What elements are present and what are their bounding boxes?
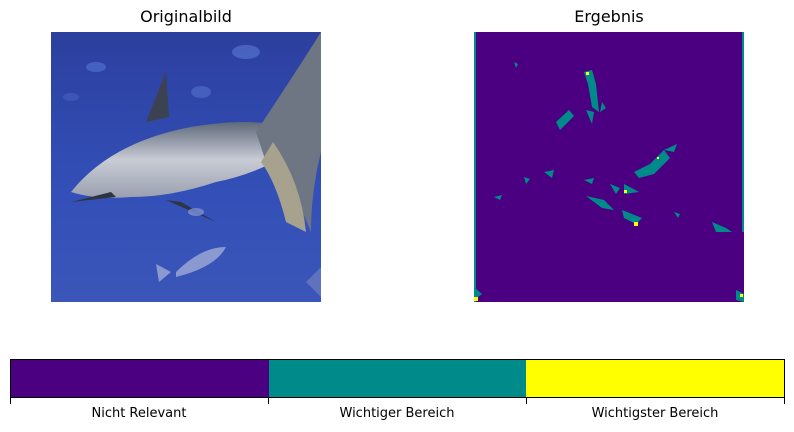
colorbar-tick <box>10 398 11 404</box>
legend-label-important: Wichtiger Bereich <box>339 406 455 421</box>
original-image <box>51 32 321 302</box>
legend-label-most-important: Wichtigster Bereich <box>591 406 719 421</box>
legend-segment-most-important <box>526 360 785 397</box>
heatmap-image <box>474 32 744 302</box>
colorbar-tick <box>526 398 527 404</box>
legend-segment-important <box>268 360 527 397</box>
result-image-title: Ergebnis <box>574 7 644 26</box>
colorbar-tick <box>268 398 269 404</box>
legend-label-not-relevant: Nicht Relevant <box>91 406 187 421</box>
colorbar-tick <box>784 398 785 404</box>
importance-colorbar <box>10 359 785 398</box>
original-image-title: Originalbild <box>140 7 232 26</box>
shark-photo <box>51 32 321 302</box>
result-heatmap <box>474 32 744 302</box>
legend-segment-not-relevant <box>11 360 269 397</box>
